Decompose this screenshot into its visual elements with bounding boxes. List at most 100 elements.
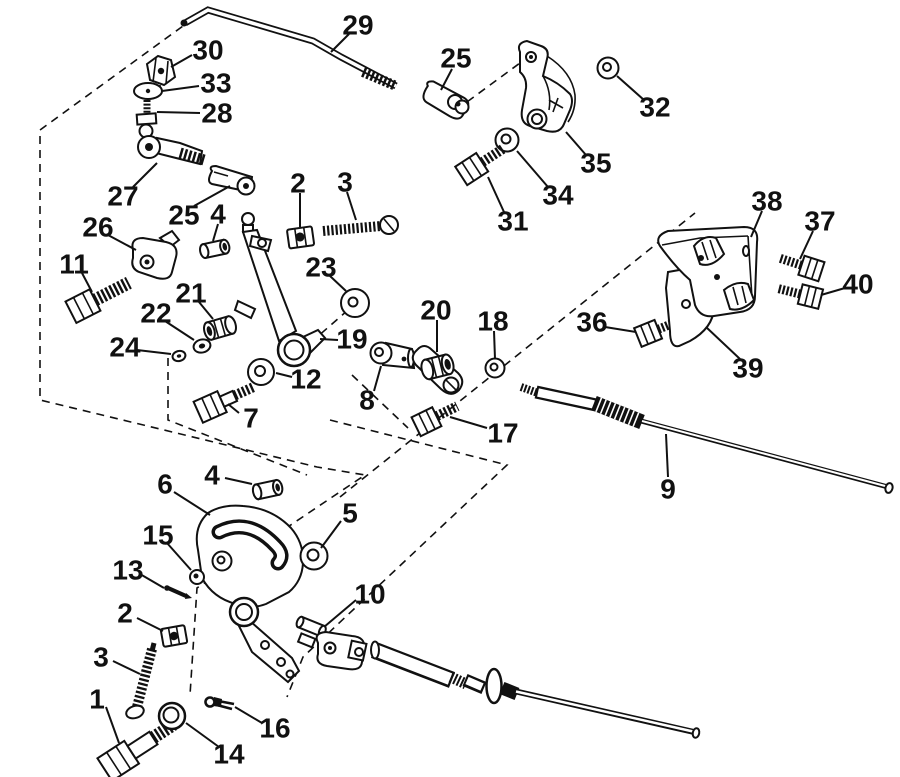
part-2-nut-bottom bbox=[159, 624, 189, 648]
leader-16 bbox=[234, 706, 263, 724]
callout-30: 30 bbox=[192, 35, 223, 66]
callout-33: 33 bbox=[200, 68, 231, 99]
callout-23: 23 bbox=[305, 252, 336, 283]
leader-17 bbox=[449, 416, 488, 429]
callout-4-top: 4 bbox=[210, 199, 226, 230]
callout-22: 22 bbox=[140, 298, 171, 329]
leader-29 bbox=[330, 33, 350, 53]
callout-4-bottom: 4 bbox=[204, 460, 220, 491]
leader-19 bbox=[319, 338, 339, 341]
callout-31: 31 bbox=[497, 206, 528, 237]
part-37-bolt bbox=[778, 253, 826, 283]
leader-13 bbox=[139, 573, 165, 589]
part-23-washer bbox=[340, 288, 370, 318]
callout-8: 8 bbox=[359, 385, 375, 416]
leader-1 bbox=[105, 706, 120, 744]
leader-4-bottom bbox=[224, 477, 253, 485]
part-lower-cable-assembly bbox=[315, 630, 701, 739]
boundary-group-left-outline bbox=[39, 9, 368, 696]
part-8-clevis bbox=[369, 341, 416, 370]
part-4-spacer-bottom bbox=[251, 478, 284, 501]
leader-39 bbox=[705, 326, 741, 360]
callout-28: 28 bbox=[201, 98, 232, 129]
callout-17: 17 bbox=[487, 418, 518, 449]
callout-3-top: 3 bbox=[337, 167, 353, 198]
leader-3-bottom bbox=[112, 660, 141, 675]
leader-26 bbox=[107, 234, 137, 251]
leader-24 bbox=[136, 349, 172, 355]
leader-14 bbox=[185, 722, 220, 748]
part-32-washer bbox=[596, 56, 620, 80]
leader-3-top bbox=[346, 191, 357, 221]
leader-18 bbox=[493, 330, 496, 360]
part-29-rod bbox=[180, 6, 398, 91]
leader-35 bbox=[565, 131, 587, 156]
leader-32 bbox=[616, 75, 645, 101]
callout-29: 29 bbox=[342, 10, 373, 41]
leader-38 bbox=[750, 210, 763, 238]
callout-20: 20 bbox=[420, 295, 451, 326]
leader-27 bbox=[132, 162, 158, 188]
callout-37: 37 bbox=[804, 206, 835, 237]
callout-7: 7 bbox=[243, 403, 259, 434]
callout-35: 35 bbox=[580, 148, 611, 179]
leader-15 bbox=[166, 542, 192, 571]
callout-24: 24 bbox=[109, 332, 141, 363]
part-7-bolt bbox=[192, 381, 257, 425]
leader-33 bbox=[161, 85, 200, 92]
part-16-cotter-pin bbox=[204, 696, 235, 711]
callout-13: 13 bbox=[112, 555, 143, 586]
callout-14: 14 bbox=[213, 739, 245, 770]
leader-40 bbox=[820, 287, 846, 296]
callout-32: 32 bbox=[639, 92, 670, 123]
part-15-washer bbox=[189, 569, 205, 585]
callout-16: 16 bbox=[259, 713, 290, 744]
part-6-cam-plate bbox=[195, 504, 305, 684]
callout-5: 5 bbox=[342, 498, 358, 529]
callout-36: 36 bbox=[576, 307, 607, 338]
boundary-group-upper-tail bbox=[167, 358, 308, 476]
part-13-pin bbox=[164, 585, 192, 599]
leader-36 bbox=[604, 326, 637, 333]
part-20-bushing bbox=[420, 353, 455, 381]
leader-7 bbox=[227, 403, 240, 414]
callout-38: 38 bbox=[751, 186, 782, 217]
part-3-screw-bottom bbox=[125, 642, 157, 720]
leader-34 bbox=[516, 150, 549, 188]
callout-40: 40 bbox=[842, 269, 873, 300]
leader-22 bbox=[164, 320, 195, 341]
leader-2-bottom bbox=[136, 617, 164, 632]
part-11-bolt bbox=[64, 276, 132, 325]
callout-2-bottom: 2 bbox=[117, 598, 133, 629]
part-35-bracket bbox=[517, 39, 576, 133]
part-12-washer bbox=[247, 358, 275, 386]
part-17-bolt bbox=[410, 401, 460, 438]
callout-25-top-left: 25 bbox=[168, 200, 199, 231]
callout-2-top: 2 bbox=[290, 168, 306, 199]
part-5-washer bbox=[299, 541, 329, 571]
part-30-nut bbox=[145, 54, 177, 95]
callout-27: 27 bbox=[107, 181, 138, 212]
part-34-washer bbox=[494, 127, 520, 153]
part-14-washer bbox=[157, 701, 187, 731]
callout-34: 34 bbox=[542, 180, 574, 211]
leader-8 bbox=[373, 365, 382, 392]
callout-3-bottom: 3 bbox=[93, 642, 109, 673]
callout-9: 9 bbox=[660, 474, 676, 505]
callout-10: 10 bbox=[354, 579, 385, 610]
part-28-stud bbox=[135, 100, 158, 139]
part-19-lever bbox=[233, 212, 327, 368]
leader-25-top-left bbox=[193, 185, 231, 207]
leader-9 bbox=[665, 433, 669, 478]
callout-21: 21 bbox=[175, 278, 206, 309]
part-24-washer bbox=[171, 349, 187, 363]
part-31-bolt bbox=[453, 144, 506, 187]
callout-39: 39 bbox=[732, 353, 763, 384]
leader-37 bbox=[799, 230, 814, 260]
part-25-link-left bbox=[208, 164, 256, 196]
leader-28 bbox=[156, 111, 201, 114]
part-26-bracket bbox=[131, 229, 181, 280]
leader-30 bbox=[170, 54, 193, 68]
